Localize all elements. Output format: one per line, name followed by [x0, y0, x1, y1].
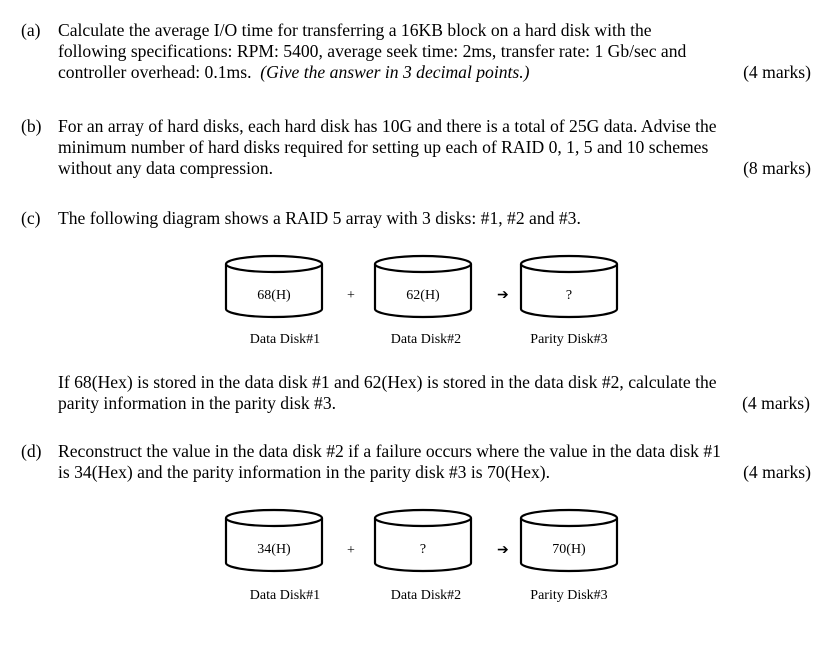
question-d: (d) Reconstruct the value in the data di…: [21, 441, 811, 483]
plus-sign: +: [347, 288, 355, 303]
question-c-para-line-2: parity information in the parity disk #3…: [58, 393, 337, 413]
question-a-label: (a): [21, 20, 41, 40]
question-a-marks: (4 marks): [743, 62, 811, 82]
cylinder-icon: [224, 508, 324, 573]
data-disk-2-d: ?: [373, 508, 473, 573]
question-a-line-3: controller overhead: 0.1ms.: [58, 62, 252, 82]
cylinder-icon: [373, 254, 473, 319]
plus-sign: +: [347, 543, 355, 558]
question-b-line-2: minimum number of hard disks required fo…: [58, 137, 709, 157]
question-c-text: The following diagram shows a RAID 5 arr…: [58, 208, 581, 228]
question-b-label: (b): [21, 116, 42, 136]
data-disk-2-c: 62(H): [373, 254, 473, 319]
data-disk-1-c: 68(H): [224, 254, 324, 319]
question-b-line-3: without any data compression.: [58, 158, 273, 178]
cylinder-icon: [519, 508, 619, 573]
question-b: (b) For an array of hard disks, each har…: [21, 116, 811, 179]
data-disk-1-d: 34(H): [224, 508, 324, 573]
question-d-label: (d): [21, 441, 42, 461]
question-d-line-2: is 34(Hex) and the parity information in…: [58, 462, 551, 482]
disk-value: 62(H): [406, 288, 440, 303]
parity-disk-3-d: 70(H): [519, 508, 619, 573]
disk-value: 34(H): [257, 542, 291, 557]
question-a-line-2: following specifications: RPM: 5400, ave…: [58, 41, 687, 61]
caption-parity-disk-3: Parity Disk#3: [530, 588, 608, 603]
cylinder-icon: [224, 254, 324, 319]
question-c-marks: (4 marks): [742, 393, 810, 413]
question-b-line-1: For an array of hard disks, each hard di…: [58, 116, 717, 136]
question-c-paragraph: If 68(Hex) is stored in the data disk #1…: [58, 372, 810, 414]
question-c: (c) The following diagram shows a RAID 5…: [21, 208, 811, 229]
cylinder-icon: [519, 254, 619, 319]
cylinder-icon: [373, 508, 473, 573]
disk-value: ?: [419, 542, 427, 557]
disk-value: 68(H): [257, 288, 291, 303]
question-d-marks: (4 marks): [743, 462, 811, 482]
caption-parity-disk-3: Parity Disk#3: [530, 332, 608, 347]
caption-data-disk-1: Data Disk#1: [249, 332, 321, 347]
question-d-line-1: Reconstruct the value in the data disk #…: [58, 441, 721, 461]
parity-disk-3-c: ?: [519, 254, 619, 319]
arrow-icon: ➔: [497, 288, 509, 303]
question-c-para-line-1: If 68(Hex) is stored in the data disk #1…: [58, 372, 717, 392]
disk-value: 70(H): [552, 542, 586, 557]
arrow-icon: ➔: [497, 543, 509, 558]
question-a-instruction: (Give the answer in 3 decimal points.): [260, 62, 530, 82]
caption-data-disk-1: Data Disk#1: [249, 588, 321, 603]
question-b-marks: (8 marks): [743, 158, 811, 178]
question-c-label: (c): [21, 208, 41, 228]
question-a: (a) Calculate the average I/O time for t…: [21, 20, 811, 83]
caption-data-disk-2: Data Disk#2: [390, 332, 462, 347]
question-a-line-1: Calculate the average I/O time for trans…: [58, 20, 652, 40]
disk-value: ?: [565, 288, 573, 303]
caption-data-disk-2: Data Disk#2: [390, 588, 462, 603]
